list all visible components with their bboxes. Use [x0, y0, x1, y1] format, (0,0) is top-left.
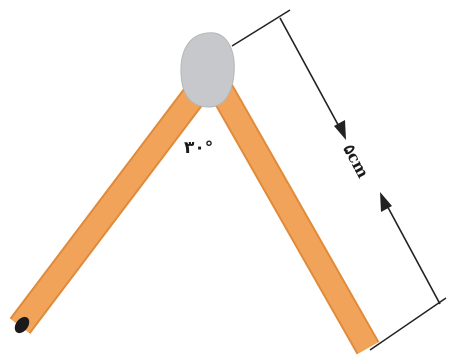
dimension-arrow-lower-line: [383, 199, 441, 305]
angle-label: ۳۰°: [184, 138, 213, 158]
extension-line-bottom: [369, 297, 447, 351]
right-stick-body: [210, 82, 378, 354]
left-stick-body: [11, 81, 209, 333]
dimension-arrow-upper-line: [279, 17, 343, 133]
left-stick-tip: [14, 316, 30, 334]
left-matchstick: [9, 80, 211, 334]
dimension-arrowhead-down: [334, 120, 346, 140]
right-matchstick: [208, 81, 380, 355]
dimension-arrowhead-up: [380, 192, 392, 212]
length-label: ۵cm: [339, 141, 372, 181]
match-head: [180, 32, 235, 108]
extension-line-top: [231, 9, 291, 47]
